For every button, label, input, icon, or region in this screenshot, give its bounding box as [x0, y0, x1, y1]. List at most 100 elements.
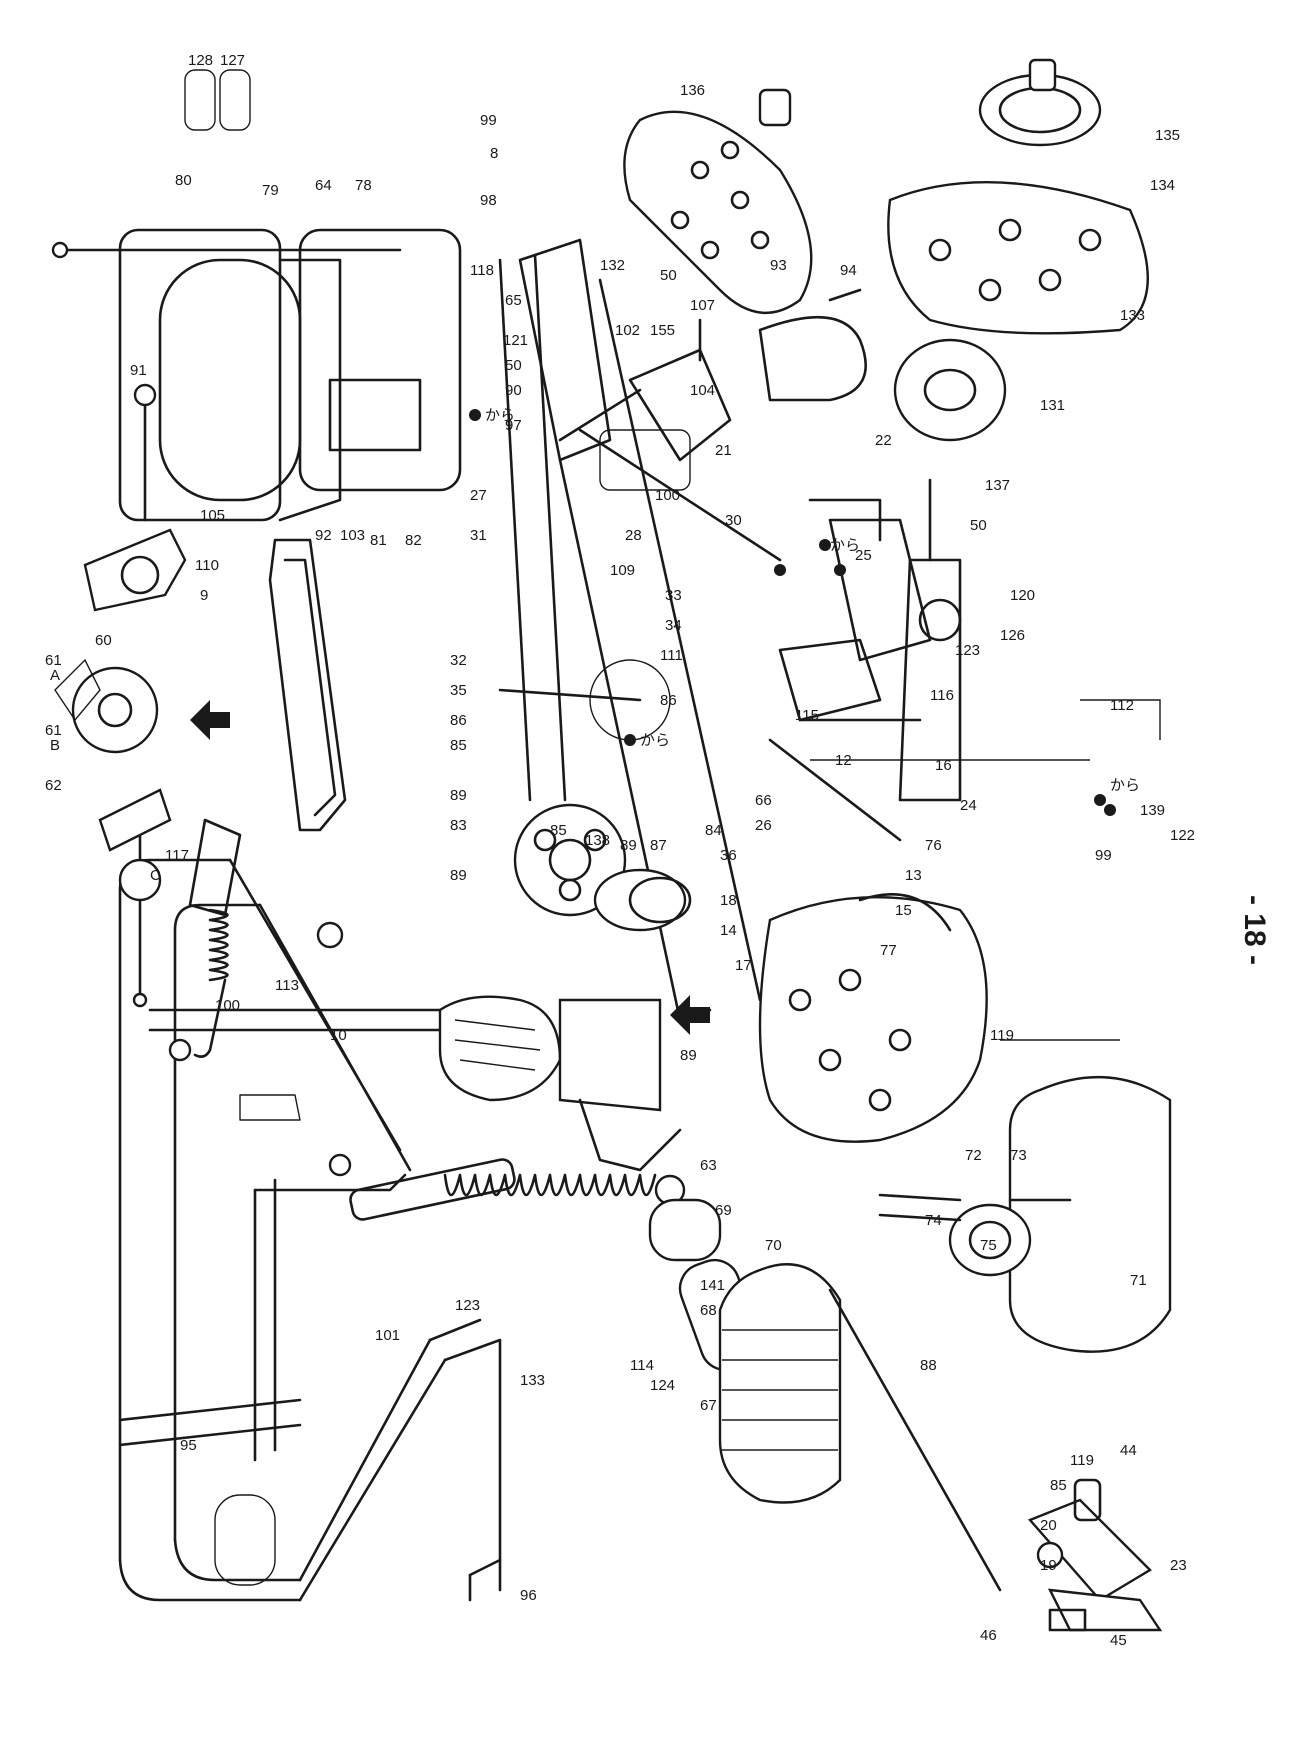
- rear-shock-assembly: [328, 1153, 686, 1221]
- callout-102: 102: [615, 322, 640, 339]
- callout-15: 15: [895, 902, 912, 919]
- callout-28: 28: [625, 527, 642, 544]
- callout-26: 26: [755, 817, 772, 834]
- callout-89a: 89: [450, 787, 467, 804]
- callout-136: 136: [680, 82, 705, 99]
- radio-box-assembly: [51, 69, 462, 522]
- callout-69: 69: [715, 1202, 732, 1219]
- fuel-tank: [878, 1075, 1172, 1353]
- callout-92: 92: [315, 527, 332, 544]
- marker-a: A: [50, 667, 60, 684]
- callout-128: 128: [188, 52, 213, 69]
- rear-wheel: [887, 58, 1149, 442]
- callout-62: 62: [45, 777, 62, 794]
- callout-73: 73: [1010, 1147, 1027, 1164]
- callout-109: 109: [610, 562, 635, 579]
- callout-12: 12: [835, 752, 852, 769]
- callout-35: 35: [450, 682, 467, 699]
- callout-119a: 119: [990, 1027, 1014, 1044]
- callout-33: 33: [665, 587, 682, 604]
- assembly-arrow-left: [190, 700, 230, 740]
- callout-103: 103: [340, 527, 365, 544]
- callout-89c: 89: [620, 837, 637, 854]
- callout-88: 88: [920, 1357, 937, 1374]
- fastener-dots: [469, 409, 1116, 816]
- roll-cage: [118, 858, 502, 1602]
- callout-65: 65: [505, 292, 522, 309]
- callout-74: 74: [925, 1212, 942, 1229]
- callout-119b: 119: [1070, 1452, 1094, 1469]
- callout-95: 95: [180, 1437, 197, 1454]
- callout-96: 96: [520, 1587, 537, 1604]
- callout-100: 100: [655, 487, 680, 504]
- marker-kara-1: から: [485, 407, 515, 424]
- callout-85c: 85: [1050, 1477, 1067, 1494]
- callout-72: 72: [965, 1147, 982, 1164]
- callout-86a: 86: [450, 712, 467, 729]
- callout-71: 71: [1130, 1272, 1147, 1289]
- callout-76: 76: [925, 837, 942, 854]
- callout-67: 67: [700, 1397, 717, 1414]
- body-gasket: [268, 538, 347, 832]
- callout-155: 155: [650, 322, 675, 339]
- callout-90: 90: [505, 382, 522, 399]
- callout-80: 80: [175, 172, 192, 189]
- rear-axle-assembly: [768, 478, 962, 842]
- callout-46: 46: [980, 1627, 997, 1644]
- callout-81: 81: [370, 532, 387, 549]
- marker-c: C: [150, 867, 161, 884]
- callout-110: 110: [195, 557, 219, 574]
- callout-101: 101: [375, 1327, 400, 1344]
- leader-lines: [810, 699, 1161, 1041]
- callout-84: 84: [705, 822, 722, 839]
- muffler: [718, 1263, 1002, 1592]
- callout-100b: 100: [215, 997, 240, 1014]
- callout-115: 115: [795, 707, 819, 724]
- callout-24: 24: [960, 797, 977, 814]
- page-number: - 18 -: [1238, 895, 1271, 965]
- callout-131: 131: [1040, 397, 1065, 414]
- callout-99a: 99: [480, 112, 497, 129]
- callout-23: 23: [1170, 1557, 1187, 1574]
- callout-13: 13: [905, 867, 922, 884]
- callout-66: 66: [755, 792, 772, 809]
- callout-61B: 61: [45, 722, 62, 739]
- callout-8: 8: [490, 145, 498, 162]
- callout-78: 78: [355, 177, 372, 194]
- callout-114: 114: [630, 1357, 654, 1374]
- callout-22: 22: [875, 432, 892, 449]
- callout-118: 118: [470, 262, 494, 279]
- callout-133b: 133: [520, 1372, 545, 1389]
- callout-121: 121: [503, 332, 528, 349]
- marker-kara-3: から: [640, 732, 670, 749]
- callout-68: 68: [700, 1302, 717, 1319]
- callout-34: 34: [665, 617, 682, 634]
- callout-116: 116: [930, 687, 954, 704]
- callout-133: 133: [1120, 307, 1145, 324]
- callout-36: 36: [720, 847, 737, 864]
- callout-79: 79: [262, 182, 279, 199]
- callout-113: 113: [275, 977, 299, 994]
- callout-91: 91: [130, 362, 147, 379]
- callout-124: 124: [650, 1377, 675, 1394]
- callout-21: 21: [715, 442, 732, 459]
- callout-64: 64: [315, 177, 332, 194]
- callout-122: 122: [1170, 827, 1195, 844]
- callout-16: 16: [935, 757, 952, 774]
- marker-kara-4: から: [1110, 777, 1140, 794]
- callout-127: 127: [220, 52, 245, 69]
- callout-18: 18: [720, 892, 737, 909]
- front-wheel: [623, 88, 813, 314]
- callout-14: 14: [720, 922, 737, 939]
- callout-44: 44: [1120, 1442, 1137, 1459]
- callout-70: 70: [765, 1237, 782, 1254]
- marker-kara-2: から: [830, 537, 860, 554]
- callout-60: 60: [95, 632, 112, 649]
- callout-123a: 123: [955, 642, 980, 659]
- callout-99b: 99: [1095, 847, 1112, 864]
- callout-75: 75: [980, 1237, 997, 1254]
- callout-97: 97: [505, 417, 522, 434]
- callout-17: 17: [735, 957, 752, 974]
- callout-10: 10: [330, 1027, 347, 1044]
- callout-25: 25: [855, 547, 872, 564]
